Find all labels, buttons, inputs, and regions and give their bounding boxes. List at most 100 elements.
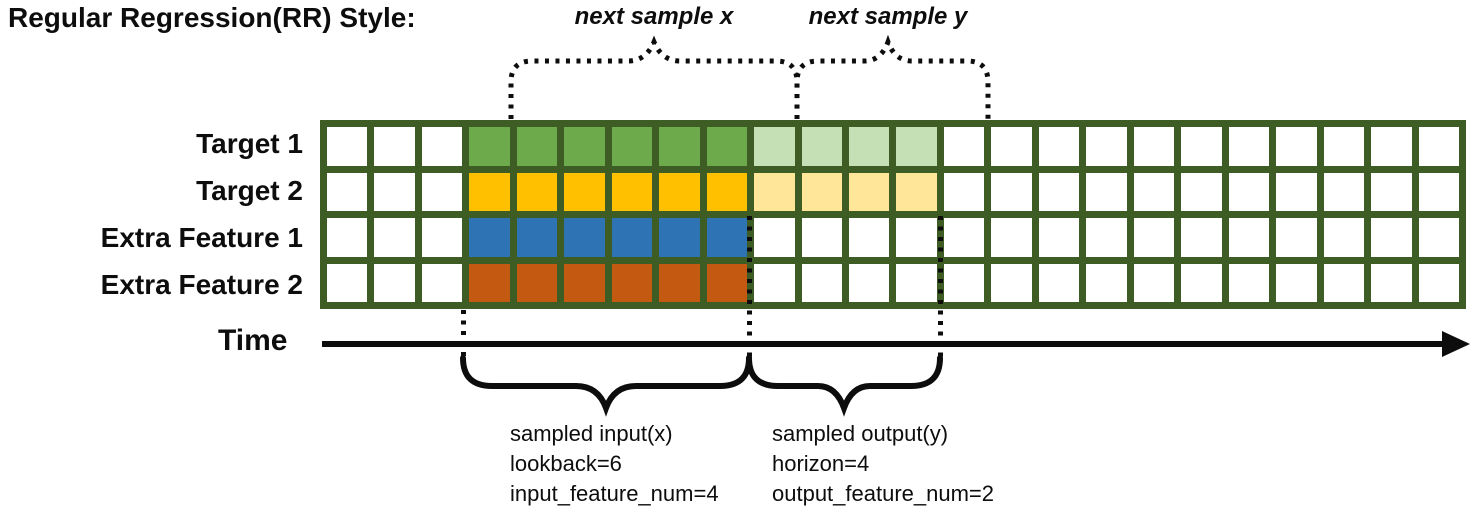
row-label: Target 2 — [196, 174, 303, 206]
grid-cell — [659, 127, 700, 166]
sampled-output-caption: sampled output(y) horizon=4 output_featu… — [772, 419, 994, 509]
grid-cell — [754, 172, 795, 211]
input-feature-num-value: input_feature_num=4 — [510, 481, 719, 506]
grid-cell — [421, 263, 463, 302]
grid-cell — [849, 263, 890, 302]
next-sample-y-brace — [794, 34, 991, 119]
grid-cell — [374, 263, 415, 302]
grid-cell — [374, 172, 415, 211]
grid-cell — [1276, 172, 1317, 211]
grid-cell — [516, 263, 558, 302]
time-axis-label: Time — [218, 324, 288, 357]
grid-cell — [1133, 218, 1175, 257]
grid-cell — [1038, 127, 1080, 166]
grid-cell — [991, 127, 1032, 166]
next-sample-x-brace — [508, 35, 800, 119]
grid-cell — [991, 172, 1032, 211]
grid-cell — [516, 172, 558, 211]
grid-cell — [849, 218, 890, 257]
grid-cell — [896, 263, 937, 302]
row-label: Target 1 — [196, 127, 303, 159]
grid-cell — [421, 218, 463, 257]
grid-cell — [1181, 263, 1222, 302]
grid-cell — [374, 127, 415, 166]
grid-cell — [1276, 127, 1317, 166]
grid-cell — [754, 127, 795, 166]
grid-cell — [1276, 263, 1317, 302]
grid-cell — [1418, 127, 1459, 166]
diagram-title: Regular Regression(RR) Style: — [8, 2, 416, 33]
lookback-value: lookback=6 — [510, 451, 622, 476]
grid-cell — [943, 172, 985, 211]
grid-cell — [943, 263, 985, 302]
grid-cell — [706, 172, 748, 211]
grid-cell — [1228, 127, 1270, 166]
output-feature-num-value: output_feature_num=2 — [772, 481, 995, 506]
grid-cell — [327, 127, 368, 166]
grid-cell — [1276, 218, 1317, 257]
grid-cell — [1371, 172, 1412, 211]
grid-cell — [1228, 263, 1270, 302]
grid-cell — [1323, 218, 1365, 257]
grid-cell — [896, 127, 937, 166]
grid-cell — [469, 263, 510, 302]
grid-cell — [659, 218, 700, 257]
grid-cell — [1418, 263, 1459, 302]
grid-cell — [1371, 263, 1412, 302]
grid-cell — [516, 218, 558, 257]
next-sample-x-label: next sample x — [574, 3, 734, 30]
grid-cell — [706, 127, 748, 166]
row-label: Extra Feature 2 — [100, 269, 303, 301]
grid-cell — [516, 127, 558, 166]
grid-cell — [374, 218, 415, 257]
grid-cell — [469, 172, 510, 211]
grid-cell — [706, 218, 748, 257]
grid-cell — [469, 127, 510, 166]
grid-cell — [564, 127, 605, 166]
time-arrow — [322, 331, 1470, 357]
grid-cell — [1418, 172, 1459, 211]
grid-cell — [896, 218, 937, 257]
grid-cell — [1181, 218, 1222, 257]
grid-cell — [564, 172, 605, 211]
grid-cell — [754, 218, 795, 257]
grid-cell — [659, 263, 700, 302]
grid-cell — [1323, 172, 1365, 211]
grid-cell — [801, 218, 843, 257]
grid-cell — [991, 218, 1032, 257]
grid-cell — [943, 218, 985, 257]
grid-cell — [327, 172, 368, 211]
grid-cell — [1038, 218, 1080, 257]
grid-cell — [754, 263, 795, 302]
grid-cell — [1133, 127, 1175, 166]
grid-cell — [564, 218, 605, 257]
grid-cell — [327, 218, 368, 257]
sampled-output-brace — [746, 355, 943, 417]
grid-cell — [1086, 127, 1127, 166]
grid-cell — [611, 172, 653, 211]
time-series-grid — [320, 120, 1466, 309]
grid-cell — [1228, 218, 1270, 257]
grid-cell — [1086, 172, 1127, 211]
sampled-input-title: sampled input(x) — [510, 421, 673, 446]
grid-cell — [611, 263, 653, 302]
grid-cell — [1133, 172, 1175, 211]
grid-cell — [801, 263, 843, 302]
grid-cell — [327, 263, 368, 302]
grid-cell — [1181, 127, 1222, 166]
grid-cell — [564, 263, 605, 302]
sampled-input-brace — [460, 355, 752, 417]
grid-cell — [1371, 127, 1412, 166]
next-sample-y-label: next sample y — [808, 3, 968, 30]
grid-cell — [659, 172, 700, 211]
sampled-input-caption: sampled input(x) lookback=6 input_featur… — [510, 419, 719, 509]
grid-cell — [1371, 218, 1412, 257]
grid-cell — [421, 127, 463, 166]
grid-cell — [421, 172, 463, 211]
horizon-value: horizon=4 — [772, 451, 870, 476]
time-arrowhead — [1442, 331, 1470, 357]
grid-cell — [801, 127, 843, 166]
grid-cell — [1323, 127, 1365, 166]
grid-cell — [1038, 172, 1080, 211]
